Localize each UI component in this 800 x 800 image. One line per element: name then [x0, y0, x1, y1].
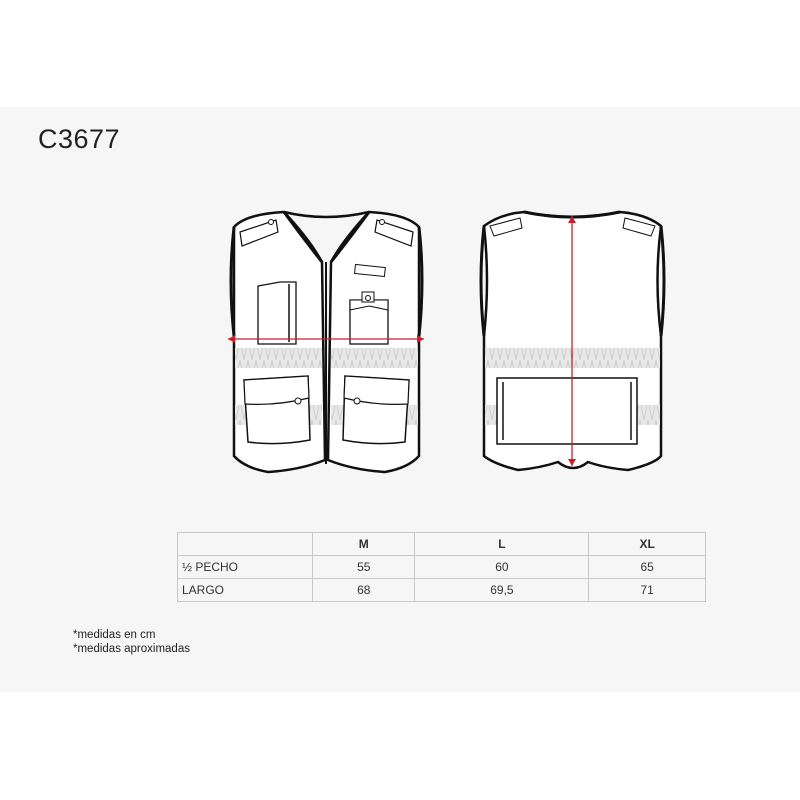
table-row: ½ PECHO 55 60 65 — [177, 555, 706, 579]
row-label: LARGO — [177, 578, 313, 602]
footnote-approximate: *medidas aproximadas — [73, 643, 190, 655]
chest-measurement-line — [228, 335, 424, 343]
footnotes: *medidas en cm *medidas aproximadas — [73, 628, 190, 656]
vest-front-view — [229, 210, 424, 474]
measurement-cell: 69,5 — [414, 578, 590, 602]
footnote-units: *medidas en cm — [73, 629, 156, 641]
garment-technical-drawing — [228, 210, 666, 474]
row-label: ½ PECHO — [177, 555, 313, 579]
measurement-cell: 55 — [311, 555, 416, 579]
measurement-cell: 68 — [311, 578, 416, 602]
product-code: C3677 — [38, 124, 121, 154]
size-table-header-row: M L XL — [177, 532, 706, 556]
measurement-cell: 65 — [588, 555, 706, 579]
table-row: LARGO 68 69,5 71 — [177, 578, 706, 602]
size-column-header: L — [414, 532, 590, 556]
measurement-cell: 71 — [588, 578, 706, 602]
size-table-corner — [177, 532, 313, 556]
size-column-header: XL — [588, 532, 706, 556]
length-measurement-line — [568, 216, 576, 466]
size-table: M L XL ½ PECHO 55 60 65 LARGO 68 69,5 71 — [177, 532, 706, 602]
back-pocket — [496, 377, 638, 445]
measurement-cell: 60 — [414, 555, 590, 579]
size-column-header: M — [311, 532, 416, 556]
